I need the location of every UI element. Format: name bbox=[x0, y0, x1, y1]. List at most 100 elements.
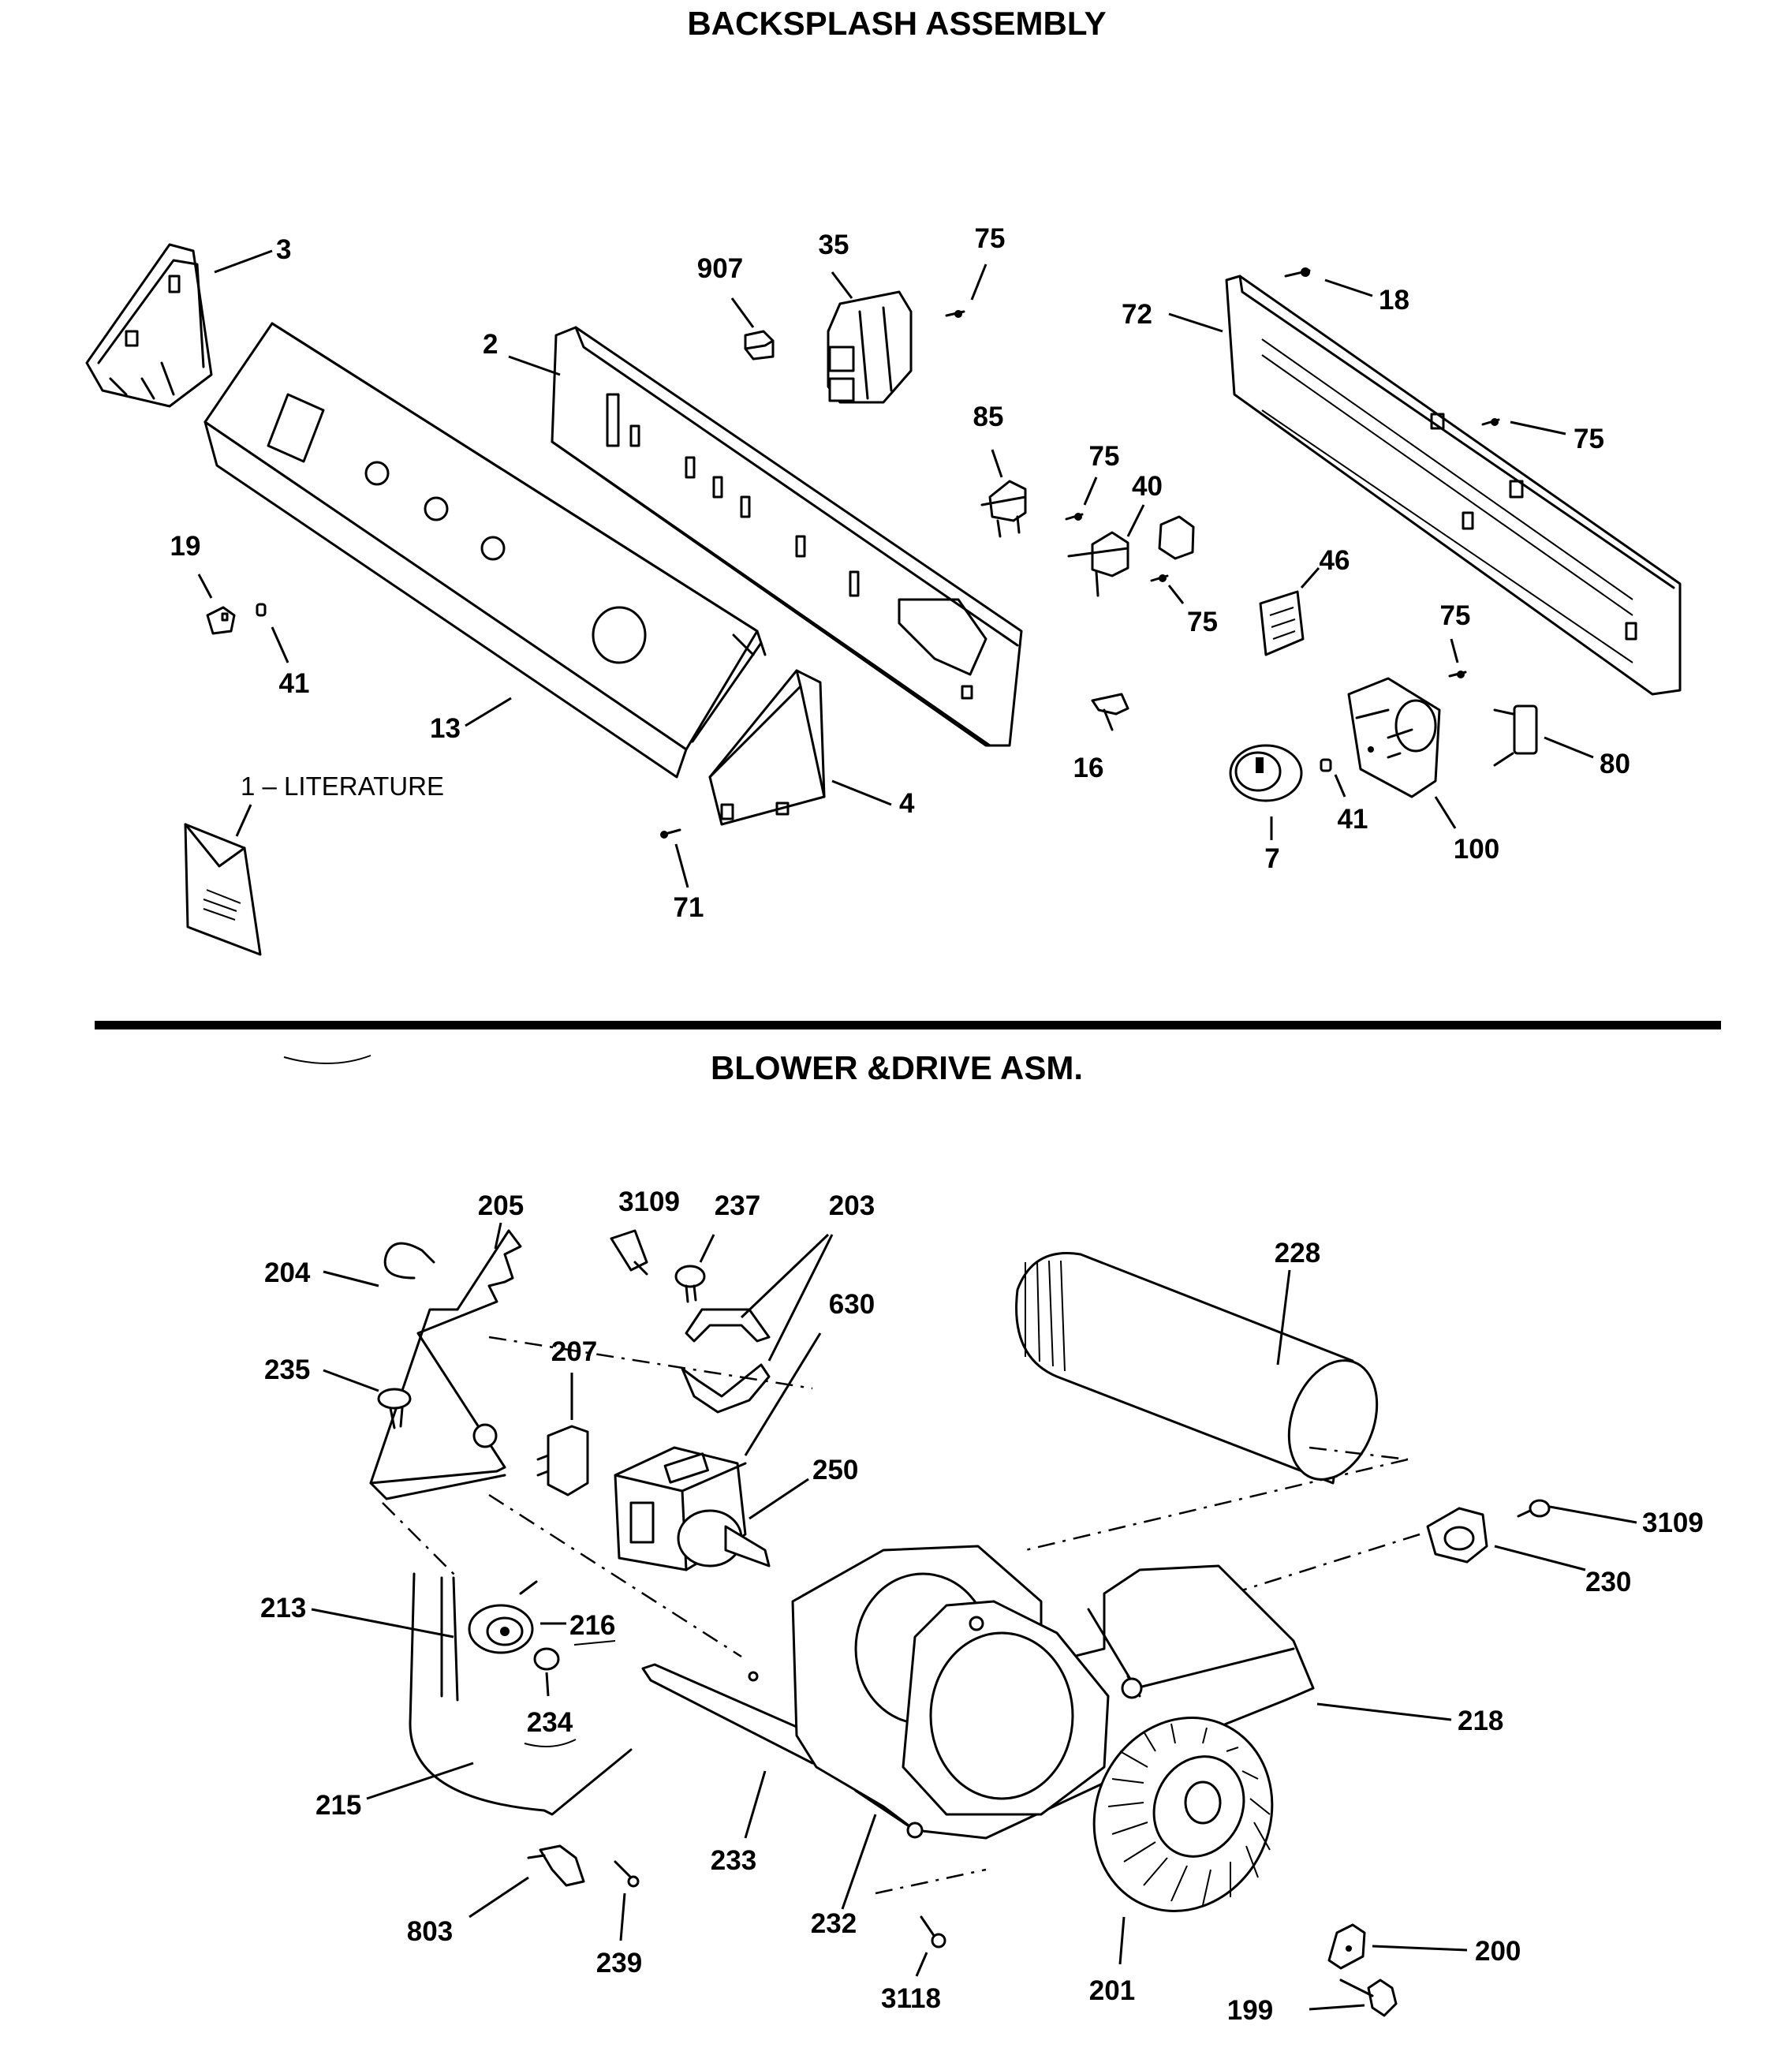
leader-3 bbox=[214, 249, 273, 274]
label-75-a: 75 bbox=[975, 223, 1006, 254]
leader-232 bbox=[841, 1814, 877, 1910]
part-19-knob-clip bbox=[206, 606, 236, 635]
label-80: 80 bbox=[1600, 749, 1630, 779]
part-75-screw-d bbox=[1150, 574, 1169, 582]
leader-75-b bbox=[1510, 420, 1566, 435]
leader-85 bbox=[991, 449, 1003, 478]
assembly-guide-5 bbox=[382, 1493, 742, 1658]
leader-71 bbox=[674, 843, 689, 888]
label-3109-top: 3109 bbox=[618, 1186, 680, 1217]
backsplash-title: BACKSPLASH ASSEMBLY bbox=[687, 5, 1106, 42]
leader-3109-right bbox=[1549, 1505, 1637, 1524]
part-200-bracket bbox=[1327, 1923, 1366, 1970]
leader-233 bbox=[744, 1770, 767, 1839]
leader-75-e bbox=[1450, 638, 1459, 663]
scan-mark bbox=[283, 1055, 371, 1065]
leader-228 bbox=[1276, 1269, 1291, 1366]
part-235-screw bbox=[377, 1388, 412, 1429]
label-200: 200 bbox=[1475, 1936, 1521, 1967]
leader-803 bbox=[469, 1876, 529, 1919]
part-228-exhaust-duct bbox=[1015, 1252, 1379, 1485]
label-230: 230 bbox=[1585, 1567, 1631, 1597]
label-237: 237 bbox=[715, 1190, 760, 1221]
leader-75-c bbox=[1083, 476, 1098, 506]
leader-230 bbox=[1494, 1545, 1586, 1571]
leader-215 bbox=[366, 1762, 474, 1800]
label-41-left: 41 bbox=[279, 668, 310, 699]
part-230-thermostat bbox=[1426, 1507, 1488, 1564]
label-215: 215 bbox=[315, 1790, 361, 1821]
leader-218 bbox=[1316, 1702, 1452, 1721]
label-216: 216 bbox=[569, 1610, 615, 1641]
part-46-circuit-board bbox=[1259, 590, 1305, 656]
label-18: 18 bbox=[1379, 285, 1409, 316]
leader-13 bbox=[465, 697, 512, 727]
label-3109-right: 3109 bbox=[1642, 1508, 1704, 1538]
label-218: 218 bbox=[1458, 1706, 1503, 1736]
part-7-knob bbox=[1229, 744, 1303, 802]
leader-907 bbox=[730, 297, 755, 328]
part-203-clamp bbox=[681, 1308, 771, 1414]
leader-35 bbox=[831, 271, 853, 299]
part-250-motor bbox=[614, 1446, 771, 1571]
leader-630 bbox=[744, 1332, 822, 1456]
part-18-screw bbox=[1284, 267, 1311, 278]
part-13-control-panel bbox=[203, 322, 767, 779]
label-19: 19 bbox=[170, 531, 201, 562]
part-41-spring-left bbox=[256, 603, 267, 617]
leader-75-d bbox=[1167, 585, 1185, 604]
label-75-d: 75 bbox=[1187, 607, 1218, 637]
part-204-clip bbox=[383, 1242, 435, 1280]
part-75-screw-e bbox=[1448, 671, 1467, 678]
label-40: 40 bbox=[1132, 471, 1163, 502]
part-41-spring-right bbox=[1320, 758, 1332, 772]
part-75-screw-c bbox=[1065, 513, 1084, 521]
label-85: 85 bbox=[973, 402, 1004, 432]
leader-100 bbox=[1434, 796, 1457, 829]
part-216-idler-pulley bbox=[468, 1604, 534, 1654]
part-201-blower-wheel bbox=[1092, 1717, 1274, 1912]
leader-19 bbox=[197, 574, 213, 599]
label-35: 35 bbox=[819, 230, 849, 260]
leader-200 bbox=[1372, 1945, 1468, 1952]
part-4-end-cap-right bbox=[708, 669, 826, 826]
leader-250 bbox=[749, 1478, 809, 1520]
label-803: 803 bbox=[407, 1916, 453, 1947]
label-250: 250 bbox=[812, 1455, 858, 1485]
assembly-guide-2 bbox=[1309, 1446, 1409, 1461]
part-232-shaft bbox=[854, 1789, 924, 1839]
part-234-washer bbox=[533, 1647, 560, 1671]
blower-title: BLOWER &DRIVE ASM. bbox=[711, 1049, 1083, 1086]
label-233: 233 bbox=[711, 1845, 756, 1876]
label-100: 100 bbox=[1454, 834, 1499, 865]
label-204: 204 bbox=[264, 1257, 311, 1288]
part-75-screw-b bbox=[1481, 418, 1500, 426]
part-803-switch bbox=[527, 1844, 585, 1887]
leader-literature bbox=[235, 804, 252, 837]
part-71-screw bbox=[660, 828, 681, 839]
part-207-switch bbox=[536, 1425, 589, 1496]
leader-234 bbox=[545, 1672, 550, 1697]
label-72: 72 bbox=[1122, 299, 1152, 330]
part-1-literature bbox=[184, 823, 262, 956]
label-literature: 1 – LITERATURE bbox=[241, 772, 444, 801]
leader-41-right bbox=[1334, 774, 1346, 798]
part-72-rear-panel bbox=[1225, 275, 1682, 696]
part-218-blower-housing bbox=[791, 1545, 1315, 1840]
label-239: 239 bbox=[596, 1948, 642, 1978]
label-46: 46 bbox=[1320, 545, 1350, 576]
label-75-c: 75 bbox=[1089, 441, 1120, 472]
leader-75-a bbox=[970, 263, 987, 301]
leader-72 bbox=[1168, 312, 1223, 333]
leader-199 bbox=[1309, 2004, 1365, 2011]
label-234: 234 bbox=[527, 1707, 573, 1738]
label-630: 630 bbox=[829, 1289, 875, 1320]
label-41-right: 41 bbox=[1338, 804, 1368, 835]
underline-234 bbox=[524, 1739, 577, 1747]
part-3109-lamp-top bbox=[610, 1229, 648, 1276]
section-divider bbox=[95, 1021, 1721, 1029]
part-35-push-switch bbox=[827, 290, 913, 404]
label-75-e: 75 bbox=[1440, 600, 1471, 631]
leader-239 bbox=[619, 1893, 626, 1941]
